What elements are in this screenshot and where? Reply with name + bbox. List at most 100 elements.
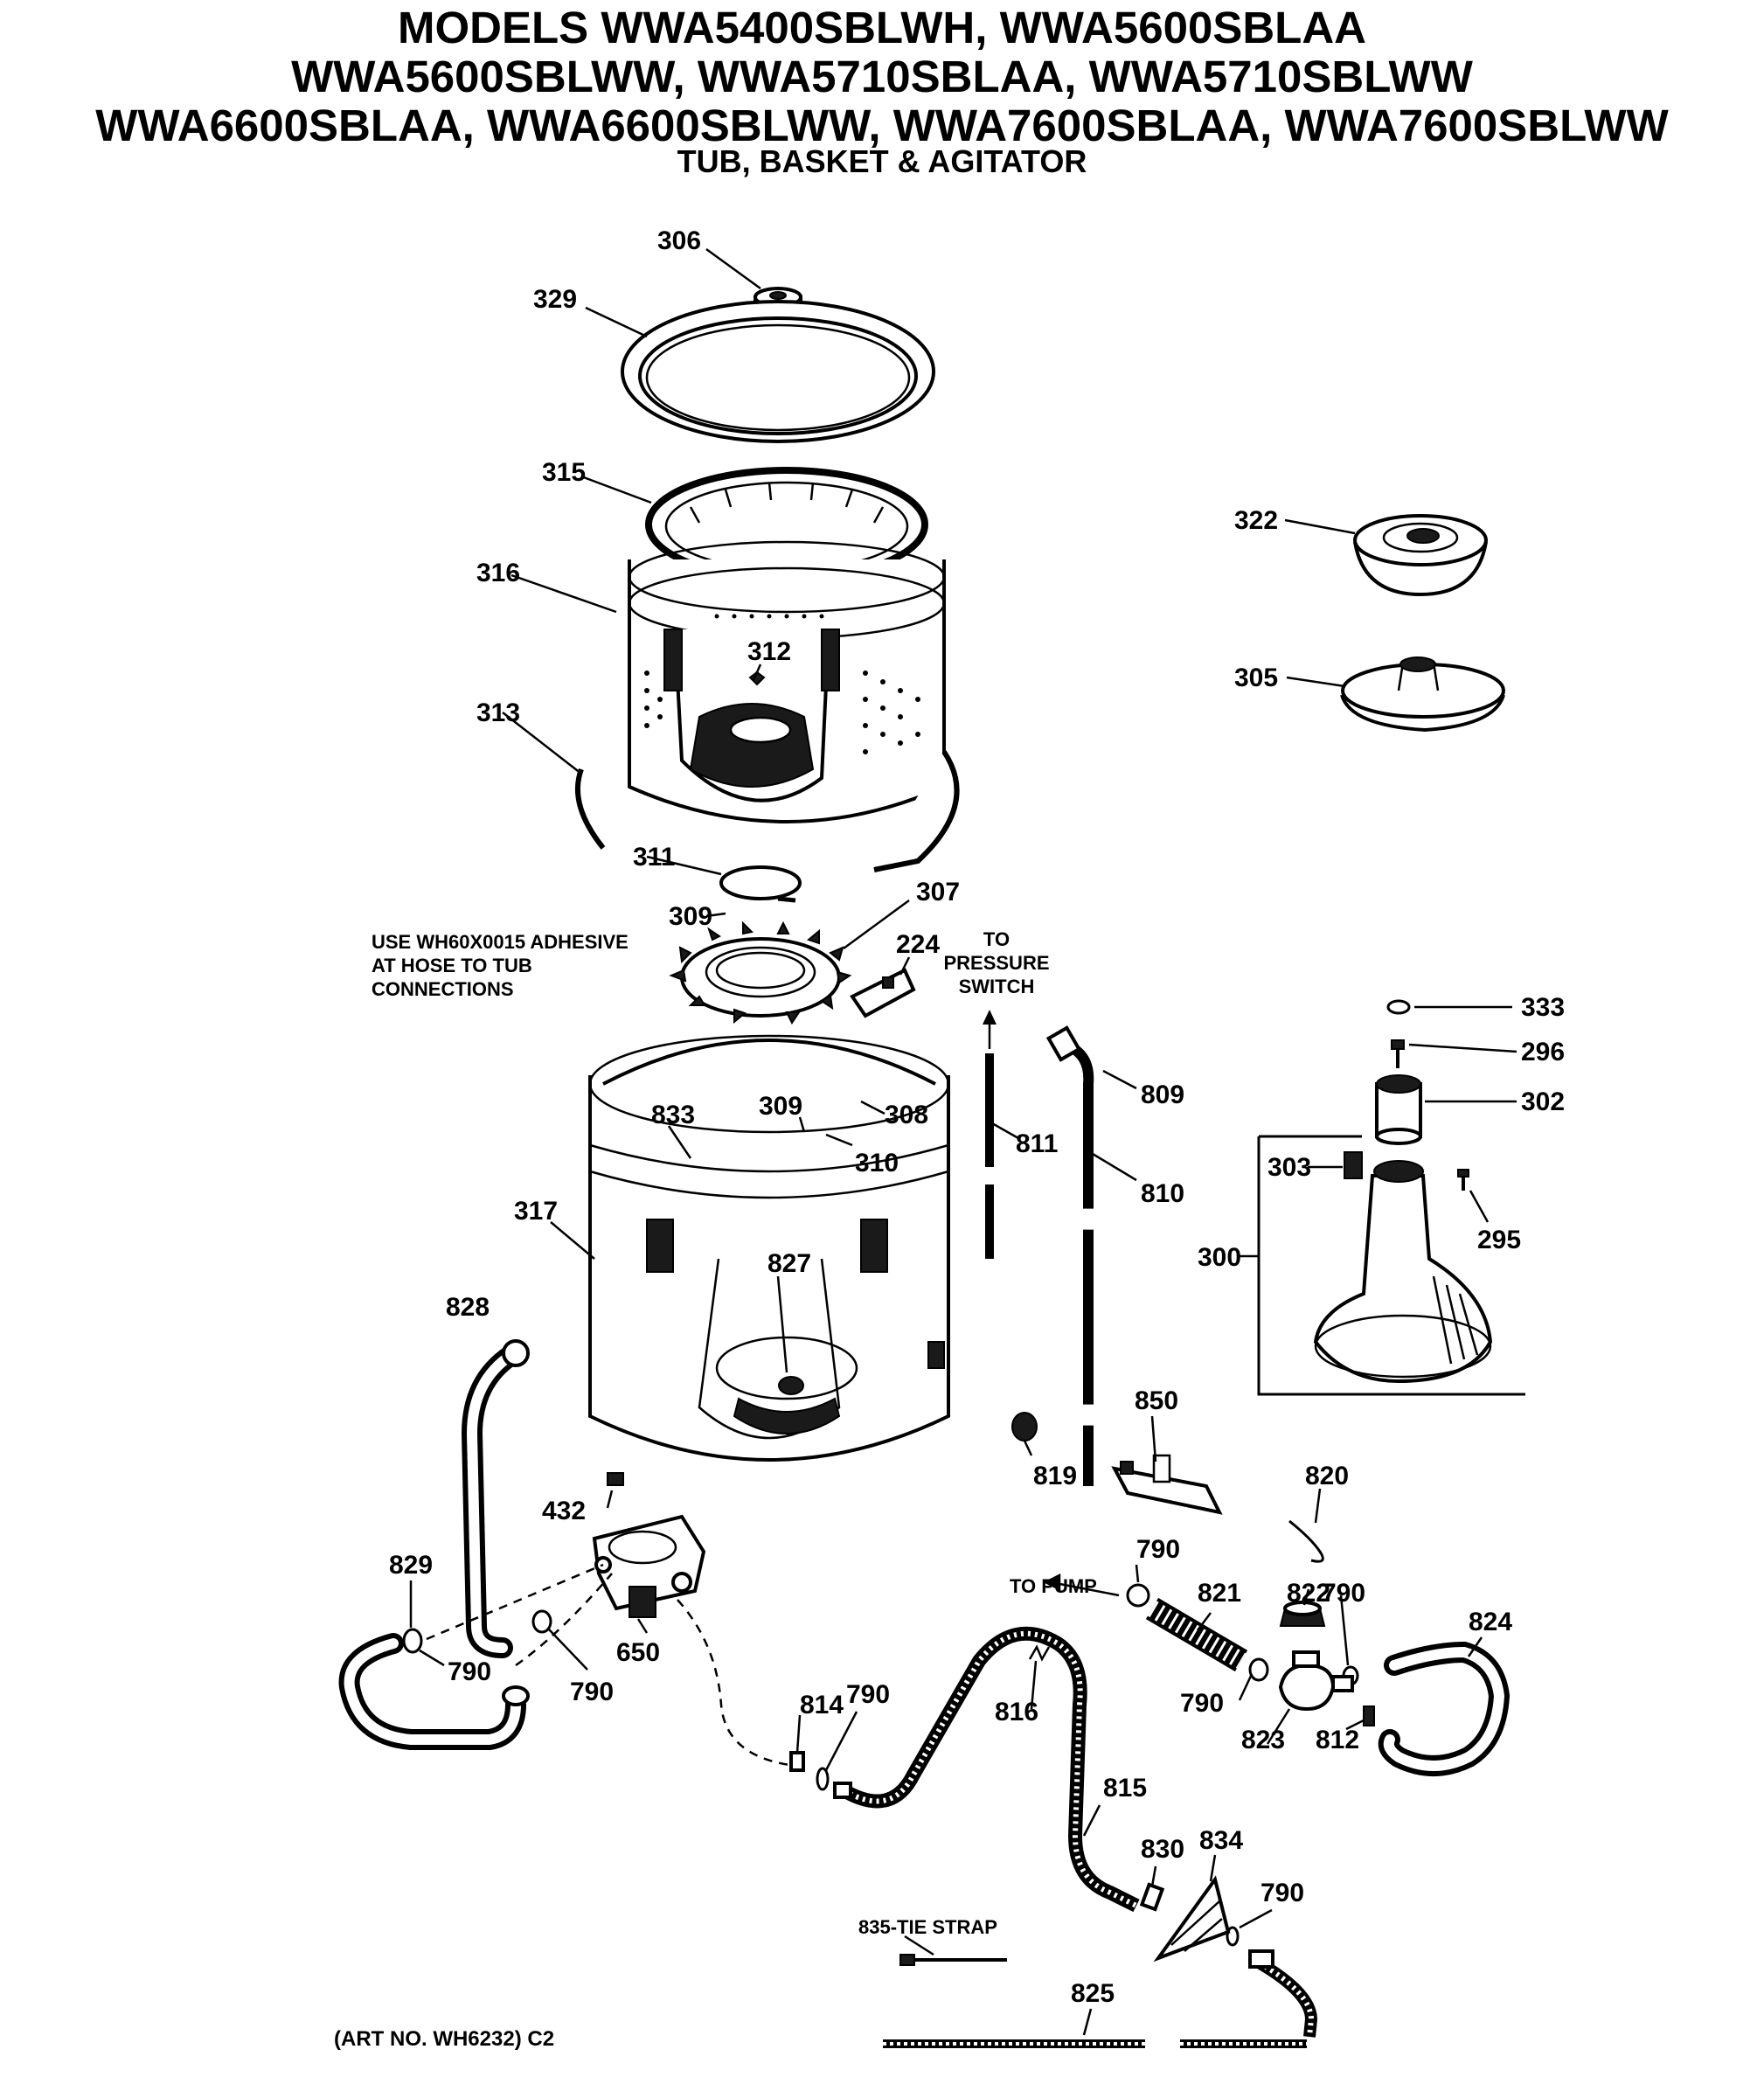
callout-825: 825 [1071,1979,1115,2008]
callout-302: 302 [1521,1087,1565,1116]
part-317-outer-tub-drawing [588,1034,950,1462]
part-432-clip-drawing [607,1472,624,1486]
part-829-hose-drawing [338,1633,530,1750]
callout-790-b: 790 [570,1678,614,1706]
callout-819: 819 [1033,1462,1077,1490]
callout-296: 296 [1521,1038,1565,1066]
callout-305: 305 [1234,663,1278,692]
callout-820: 820 [1305,1462,1349,1490]
part-322-cap-drawing [1353,514,1488,597]
callout-790-d: 790 [1136,1535,1180,1564]
note-adhesive-line-1: USE WH60X0015 ADHESIVE [372,931,629,953]
part-820-clip-drawing [1288,1519,1324,1563]
part-302-drawing [1375,1074,1422,1145]
part-825-hose-drawing [883,1949,1318,2048]
callout-leader-lines [409,247,1517,2036]
callout-308: 308 [885,1101,928,1129]
part-650-pump-drawing [592,1514,706,1618]
part-333-drawing [1386,999,1411,1015]
part-828-hose-drawing [461,1339,530,1658]
callout-834: 834 [1199,1826,1243,1855]
callout-309-upper: 309 [669,902,712,931]
callout-306: 306 [657,226,701,255]
note-tie-strap: 835-TIE STRAP [858,1916,997,1938]
callout-307: 307 [916,878,960,907]
callout-315: 315 [542,458,586,487]
callout-810: 810 [1141,1179,1184,1208]
part-816-tie-drawing [1028,1644,1051,1662]
callout-303: 303 [1267,1153,1311,1182]
callout-790-c: 790 [846,1680,890,1709]
part-834-filter-drawing [1153,1875,1231,1963]
callout-790-e: 790 [1322,1579,1365,1608]
note-to-pump: TO PUMP [1010,1575,1097,1597]
models-title-line-3: WWA6600SBLAA, WWA6600SBLWW, WWA7600SBLAA… [95,101,1669,150]
callout-814: 814 [800,1691,844,1719]
part-835-tie-strap-drawing [899,1954,1007,1966]
callout-827: 827 [767,1249,811,1278]
note-adhesive-line-3: CONNECTIONS [372,978,514,1000]
callout-821: 821 [1198,1579,1241,1608]
part-850-bracket-drawing [1111,1454,1223,1515]
part-822-cap-drawing [1279,1601,1326,1627]
callout-432: 432 [542,1497,586,1525]
part-815-hose-drawing [833,1626,1140,1913]
note-to-pressure-switch-line-2: PRESSURE [943,952,1049,974]
part-313-gasket-drawing [574,750,960,872]
part-819-grommet-drawing [1011,1412,1038,1442]
models-title-line-1: MODELS WWA5400SBLWH, WWA5600SBLAA [398,3,1366,52]
part-316-basket-drawing [628,540,946,823]
part-811-hose-drawing [983,1010,997,1259]
diagram-subtitle: TUB, BASKET & AGITATOR [677,143,1087,179]
callout-850: 850 [1135,1386,1178,1415]
callout-815: 815 [1103,1774,1147,1803]
part-329-tub-cover-drawing [621,300,935,443]
callout-311: 311 [633,843,675,872]
part-224-bracket-drawing [850,968,916,1018]
part-814-fitting-drawing [789,1751,805,1772]
part-311-clamp-drawing [719,865,802,903]
part-821-hose-drawing [1145,1597,1248,1672]
callout-329: 329 [533,285,577,314]
callout-790-f: 790 [1180,1689,1224,1718]
callout-828: 828 [446,1293,490,1322]
callout-650: 650 [616,1638,660,1667]
callout-312: 312 [747,637,791,666]
callout-833: 833 [651,1101,695,1129]
callout-816: 816 [995,1698,1038,1726]
callout-823: 823 [1241,1726,1285,1754]
callout-295: 295 [1477,1226,1521,1254]
part-300-agitator-box [1257,1135,1525,1396]
callout-824: 824 [1469,1608,1512,1636]
callout-822: 822 [1287,1579,1330,1608]
part-307-seal-drawing [669,920,852,1025]
callout-809: 809 [1141,1080,1184,1109]
note-adhesive-line-2: AT HOSE TO TUB [372,955,532,976]
part-295-bolt-drawing [1457,1169,1469,1191]
callout-300: 300 [1198,1243,1241,1272]
part-305-cap-drawing [1340,656,1505,733]
callout-310: 310 [855,1149,899,1178]
callout-812: 812 [1316,1726,1359,1754]
callout-313: 313 [476,698,520,727]
callout-317: 317 [514,1197,558,1226]
part-823-trap-drawing [1278,1650,1354,1712]
note-to-pressure-switch-line-1: TO [983,928,1010,950]
art-number: (ART NO. WH6232) C2 [334,2027,554,2051]
connection-dashed-lines [426,1563,796,1768]
note-to-pressure-switch-line-3: SWITCH [959,976,1035,997]
models-title-line-2: WWA5600SBLWW, WWA5710SBLAA, WWA5710SBLWW [291,52,1473,101]
callout-830: 830 [1141,1835,1184,1864]
callout-316: 316 [476,559,520,587]
part-824-hose-drawing [1378,1641,1511,1776]
callout-309-lower: 309 [759,1092,802,1121]
part-812-clamp-drawing [1363,1705,1375,1726]
callout-224: 224 [896,930,940,959]
callout-829: 829 [389,1551,433,1580]
callout-333: 333 [1521,993,1565,1022]
part-296-bolt-drawing [1391,1039,1405,1068]
callout-790-a: 790 [448,1657,491,1686]
callout-322: 322 [1234,506,1278,535]
callout-811: 811 [1016,1129,1058,1158]
